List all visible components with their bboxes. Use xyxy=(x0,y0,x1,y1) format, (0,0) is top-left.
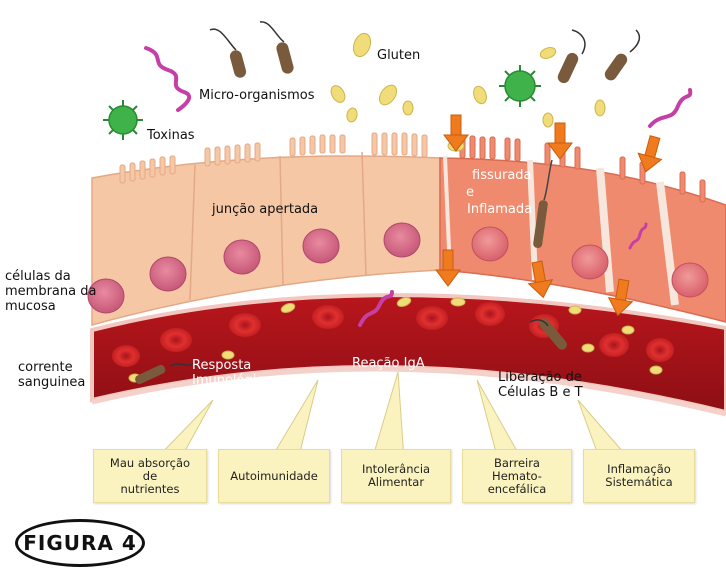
vessel-lower-wall xyxy=(91,366,726,417)
outcome-text: Inflamação Sistemática xyxy=(605,462,673,489)
callout-pointers xyxy=(153,371,632,461)
label-and: e xyxy=(466,185,474,200)
epithelium xyxy=(87,132,726,326)
outcome-box-food-intolerance: Intolerância Alimentar xyxy=(341,449,451,503)
figure-label: FIGURA 4 xyxy=(15,519,145,567)
nuclei xyxy=(87,222,709,314)
outcome-box-malabsorption: Mau absorção de nutrientes xyxy=(93,449,207,503)
label-bloodstream: corrente sanguinea xyxy=(18,360,86,390)
outcome-text: Intolerância Alimentar xyxy=(361,462,431,489)
microvilli-inflamed xyxy=(459,135,706,203)
label-fissured: fissurada xyxy=(472,168,532,183)
label-bt-release: Liberação de Células B e T xyxy=(498,370,583,400)
label-iga-reaction: Reação IgA xyxy=(352,356,425,371)
label-igg-response: Resposta Imunológica IgG xyxy=(192,358,272,403)
outcome-box-autoimmunity: Autoimunidade xyxy=(218,449,330,503)
arrows xyxy=(435,114,663,317)
gluten-particles xyxy=(128,32,663,383)
bacteria xyxy=(135,21,641,384)
label-toxins: Toxinas xyxy=(147,128,195,143)
outcome-box-blood-brain-barrier: Barreira Hemato- encefálica xyxy=(462,449,572,503)
outcome-text: Barreira Hemato- encefálica xyxy=(487,455,547,496)
red-blood-cells xyxy=(112,302,674,367)
outcome-box-systemic-inflammation: Inflamação Sistemática xyxy=(583,449,695,503)
label-inflamed: Inflamada xyxy=(467,202,533,217)
microvilli xyxy=(119,132,428,184)
label-tight-junction: junção apertada xyxy=(212,202,319,217)
toxins xyxy=(144,46,693,327)
label-gluten: Gluten xyxy=(377,48,421,63)
outcome-text: Autoimunidade xyxy=(230,468,318,483)
outcome-text: Mau absorção de nutrientes xyxy=(109,455,191,496)
label-microorganisms: Micro-organismos xyxy=(199,88,315,103)
viruses xyxy=(103,65,541,140)
label-mucosa-cells: células da membrana da mucosa xyxy=(5,269,97,314)
